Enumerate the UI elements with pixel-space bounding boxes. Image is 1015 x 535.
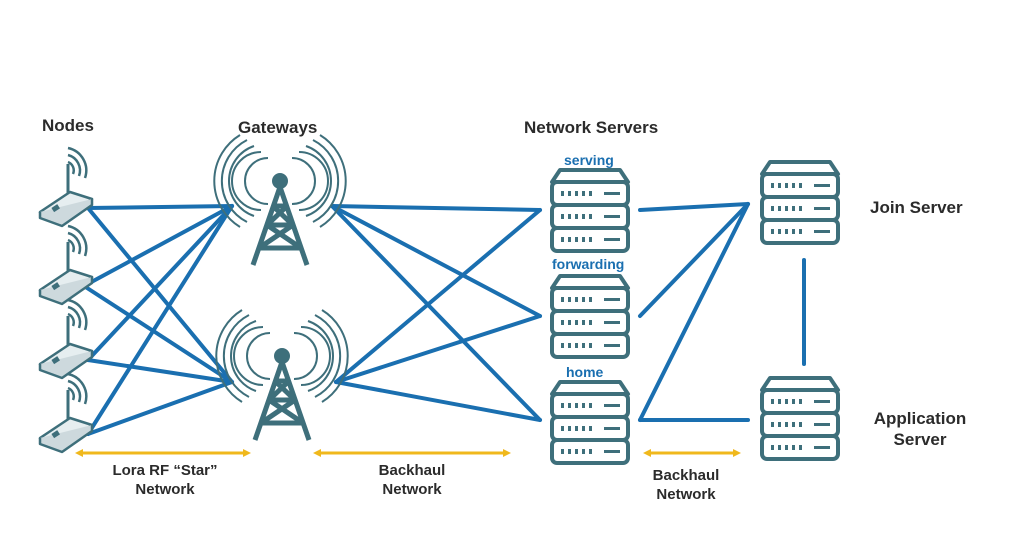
network-links [82,202,806,436]
backhaul-2-line2: Network [656,486,716,503]
link-line-15 [638,202,750,212]
lora-node-icon-2 [38,224,94,306]
segment-bracket-2 [313,449,511,457]
lora-rf-network-label: Lora RF “Star” Network [97,461,233,499]
lora-node-icon-3 [38,298,94,380]
serving-label: serving [564,152,614,168]
link-line-9 [330,204,542,212]
backhaul-network-label-2: Backhaul Network [636,466,736,504]
link-line-17 [638,202,750,422]
lora-rf-line1: Lora RF “Star” [112,462,218,479]
network-servers-heading: Network Servers [524,118,659,137]
lora-rf-line2: Network [135,481,195,498]
lora-node-icon-4 [38,372,94,454]
serving-server-icon [552,170,628,251]
link-line-5 [86,204,234,362]
nodes-heading: Nodes [42,116,94,135]
link-line-2 [86,206,234,384]
backhaul-1-line1: Backhaul [378,462,446,479]
application-server-line1: Application [873,409,967,428]
home-label: home [566,364,604,380]
forwarding-label: forwarding [552,256,625,272]
gateways-heading: Gateways [238,118,318,137]
link-line-10 [330,204,542,318]
gateway-tower-icon-1 [214,135,345,265]
segment-bracket-3 [643,449,741,457]
application-server-icon [762,378,838,459]
link-line-12 [334,208,542,384]
link-line-14 [334,380,542,422]
application-server-line2: Server [893,430,947,449]
link-line-3 [82,204,234,288]
home-server-icon [552,382,628,463]
segment-brackets [75,449,741,457]
lora-node-icon-1 [38,146,94,228]
link-line-8 [86,380,234,436]
link-line-6 [86,358,234,384]
link-line-16 [638,202,750,318]
gateway-tower-icon-2 [216,310,347,440]
link-line-7 [86,204,234,436]
link-line-13 [334,314,542,384]
segment-bracket-1 [75,449,251,457]
join-server-icon [762,162,838,243]
link-line-1 [86,204,234,210]
backhaul-2-line1: Backhaul [652,467,720,484]
application-server-label: Application Server [865,408,975,450]
join-server-label: Join Server [870,198,963,217]
link-line-11 [330,204,542,422]
link-line-4 [82,284,234,384]
backhaul-network-label-1: Backhaul Network [360,461,464,499]
device-icons [38,135,838,463]
forwarding-server-icon [552,276,628,357]
backhaul-1-line2: Network [382,481,442,498]
